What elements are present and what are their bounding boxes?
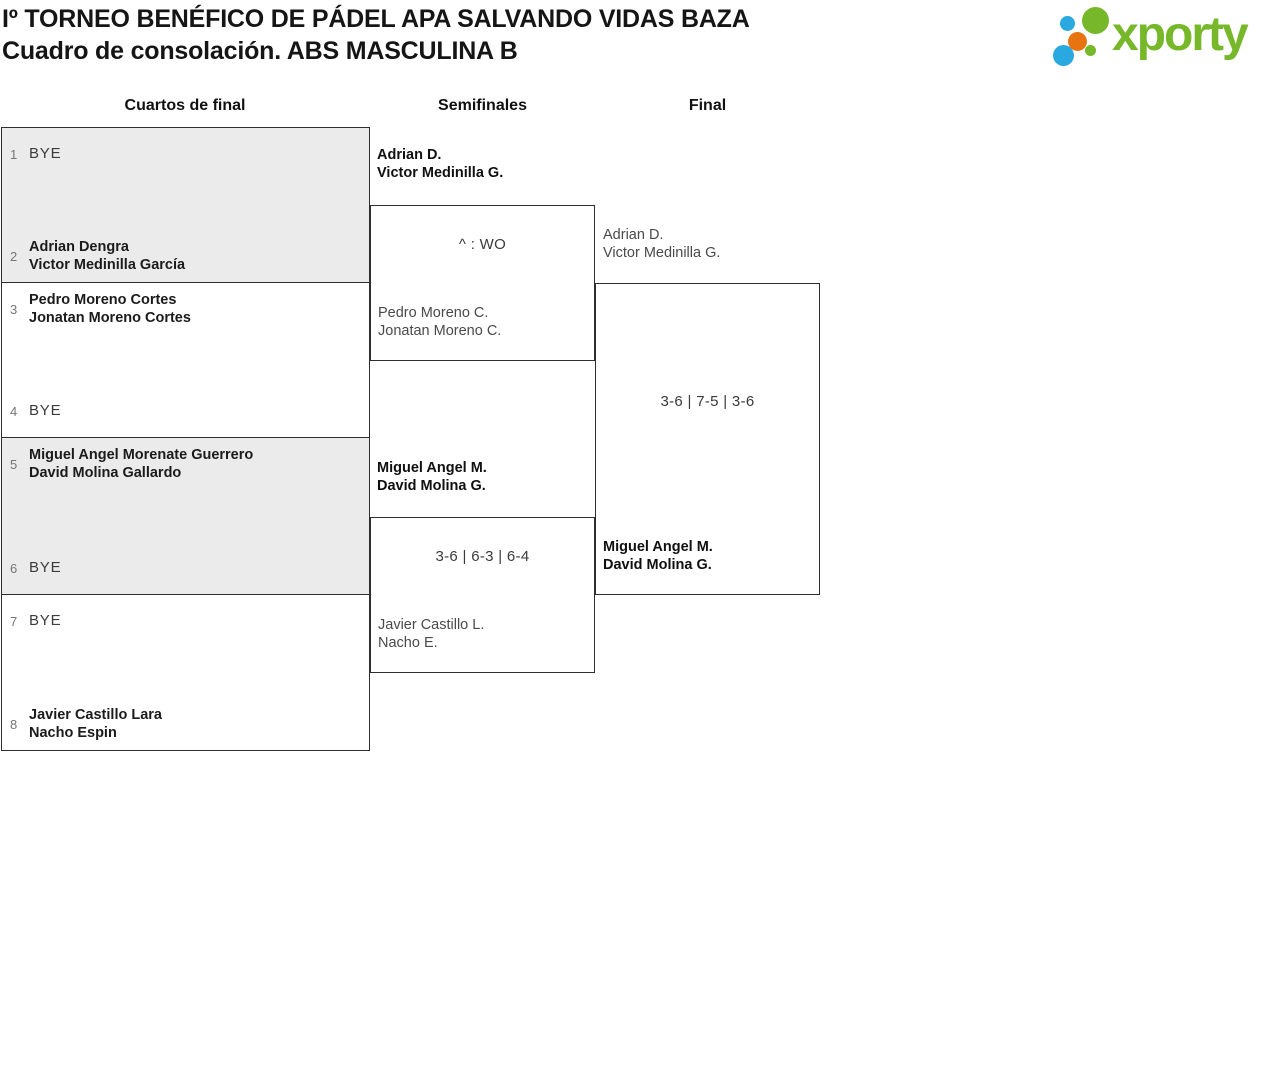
seed-number: 2 [10,248,18,264]
team-row: 7 BYE [10,595,369,647]
logo-wordmark: xporty [1112,8,1249,61]
team-name: Javier Castillo Lara Nacho Espin [29,707,162,741]
seed-number: 1 [10,146,18,162]
qf-match-box-1: 1 BYE 2 Adrian Dengra Victor Medinilla G… [1,127,370,283]
team-name: Pedro Moreno Cortes Jonatan Moreno Corte… [29,292,191,326]
team-row: 2 Adrian Dengra Victor Medinilla García [10,230,369,282]
sf1-advancing-team-label: Adrian D. Victor Medinilla G. [377,147,504,181]
qf-match-box-3: 5 Miguel Angel Morenate Guerrero David M… [1,437,370,595]
qf-match-box-4: 7 BYE 8 Javier Castillo Lara Nacho Espin [1,594,370,751]
final-winner-team-label: Miguel Angel M. David Molina G. [603,539,713,573]
logo-dot-blue-bottom-icon [1053,45,1074,66]
logo-dot-blue-top-icon [1060,16,1075,31]
sf-match-box-2: 3-6 | 6-3 | 6-4 Javier Castillo L. Nacho… [370,517,595,673]
sf-match-box-1: ^ : WO Pedro Moreno C. Jonatan Moreno C. [370,205,595,361]
seed-number: 3 [10,301,18,317]
team-name: Adrian Dengra Victor Medinilla García [29,239,186,273]
xporty-logo[interactable]: xporty [1050,2,1278,70]
team-row: 1 BYE [10,128,369,180]
sf1-losing-team-label: Pedro Moreno C. Jonatan Moreno C. [378,305,502,339]
round-header-cuartos: Cuartos de final [124,97,246,114]
team-row: 5 Miguel Angel Morenate Guerrero David M… [10,438,369,490]
round-header-final: Final [688,97,727,114]
final-match-box: 3-6 | 7-5 | 3-6 [595,283,820,595]
logo-dot-orange-icon [1068,32,1087,51]
team-row: 8 Javier Castillo Lara Nacho Espin [10,698,369,750]
logo-dot-green-large-icon [1082,7,1109,34]
page-subtitle: Cuadro de consolación. ABS MASCULINA B [2,37,518,65]
qf-match-box-2: 3 Pedro Moreno Cortes Jonatan Moreno Cor… [1,282,370,438]
seed-number: 8 [10,716,18,732]
team-name: Miguel Angel Morenate Guerrero David Mol… [29,447,254,481]
final-top-team-label: Adrian D. Victor Medinilla G. [603,227,721,261]
team-row: 4 BYE [10,385,369,437]
seed-number: 5 [10,456,18,472]
header: Iº TORNEO BENÉFICO DE PÁDEL APA SALVANDO… [2,3,750,67]
team-name: BYE [29,402,62,419]
team-name: BYE [29,612,62,629]
sf2-losing-team-label: Javier Castillo L. Nacho E. [378,617,485,651]
seed-number: 4 [10,403,18,419]
sf2-advancing-team-label: Miguel Angel M. David Molina G. [377,460,487,494]
page-title: Iº TORNEO BENÉFICO DE PÁDEL APA SALVANDO… [2,5,750,33]
final-score: 3-6 | 7-5 | 3-6 [660,393,755,410]
team-row: 6 BYE [10,542,369,594]
seed-number: 7 [10,613,18,629]
team-name: BYE [29,145,62,162]
match-score: ^ : WO [458,236,507,253]
seed-number: 6 [10,560,18,576]
logo-dot-green-small-icon [1085,45,1096,56]
team-row: 3 Pedro Moreno Cortes Jonatan Moreno Cor… [10,283,369,335]
match-score: 3-6 | 6-3 | 6-4 [435,548,530,565]
team-name: BYE [29,559,62,576]
round-header-semifinales: Semifinales [438,97,527,114]
